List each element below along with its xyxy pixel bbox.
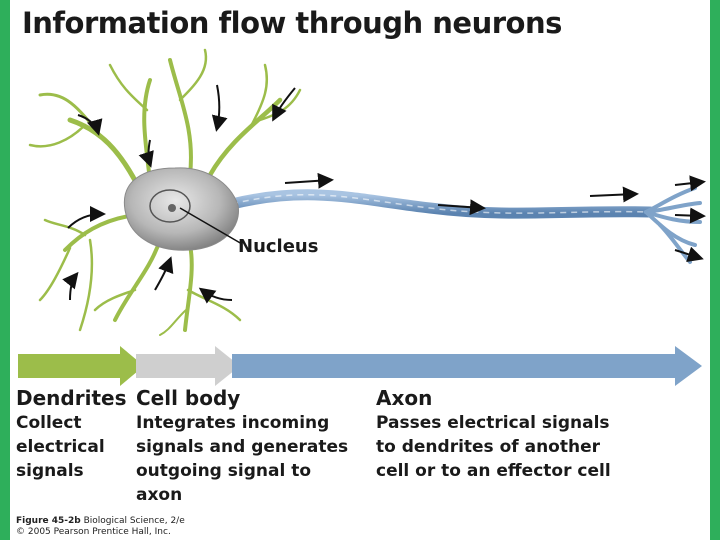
cell-body-line: Integrates incoming (136, 413, 330, 433)
dendrites-line: electrical (16, 437, 105, 457)
flow-bar (18, 346, 702, 386)
axon-line: cell or to an effector cell (376, 461, 611, 481)
axon-flow-arrow (232, 346, 702, 386)
signal-flow-arrows (62, 84, 706, 304)
cell-body-heading: Cell body (136, 386, 241, 410)
dendrites (28, 48, 302, 336)
axon-line: to dendrites of another (376, 437, 600, 457)
axon-section: Axon Passes electrical signals to dendri… (376, 386, 611, 483)
nucleus-label: Nucleus (238, 236, 319, 257)
cell-body-line: signals and generates (136, 437, 349, 457)
nucleus (149, 189, 191, 223)
cell-body-line: axon (136, 485, 183, 505)
copyright: © 2005 Pearson Prentice Hall, Inc. (16, 527, 171, 537)
cell-body-line: outgoing signal to (136, 461, 312, 481)
nucleus-pointer-line (179, 207, 243, 245)
dendrites-description: Collect electrical signals (16, 411, 126, 483)
figure-number: Figure 45-2b (16, 516, 81, 526)
page-title: Information flow through neurons (22, 6, 562, 40)
cell-body-flow-arrow (136, 346, 240, 386)
cell-body-description: Integrates incoming signals and generate… (136, 411, 348, 507)
neuron-diagram (18, 48, 706, 386)
dendrites-line: Collect (16, 413, 82, 433)
dendrites-section: Dendrites Collect electrical signals (16, 386, 126, 483)
slide: Information flow through neurons (10, 0, 710, 540)
axon (226, 189, 656, 219)
axon-description: Passes electrical signals to dendrites o… (376, 411, 611, 483)
dendrites-line: signals (16, 461, 84, 481)
dendrites-heading: Dendrites (16, 386, 127, 410)
axon-line: Passes electrical signals (376, 413, 610, 433)
figure-credit: Figure 45-2b Biological Science, 2/e © 2… (16, 516, 185, 538)
dendrites-flow-arrow (18, 346, 144, 386)
axon-heading: Axon (376, 386, 433, 410)
figure-source: Biological Science, 2/e (83, 516, 185, 526)
axon-terminals (644, 186, 702, 264)
cell-body-section: Cell body Integrates incoming signals an… (136, 386, 348, 507)
